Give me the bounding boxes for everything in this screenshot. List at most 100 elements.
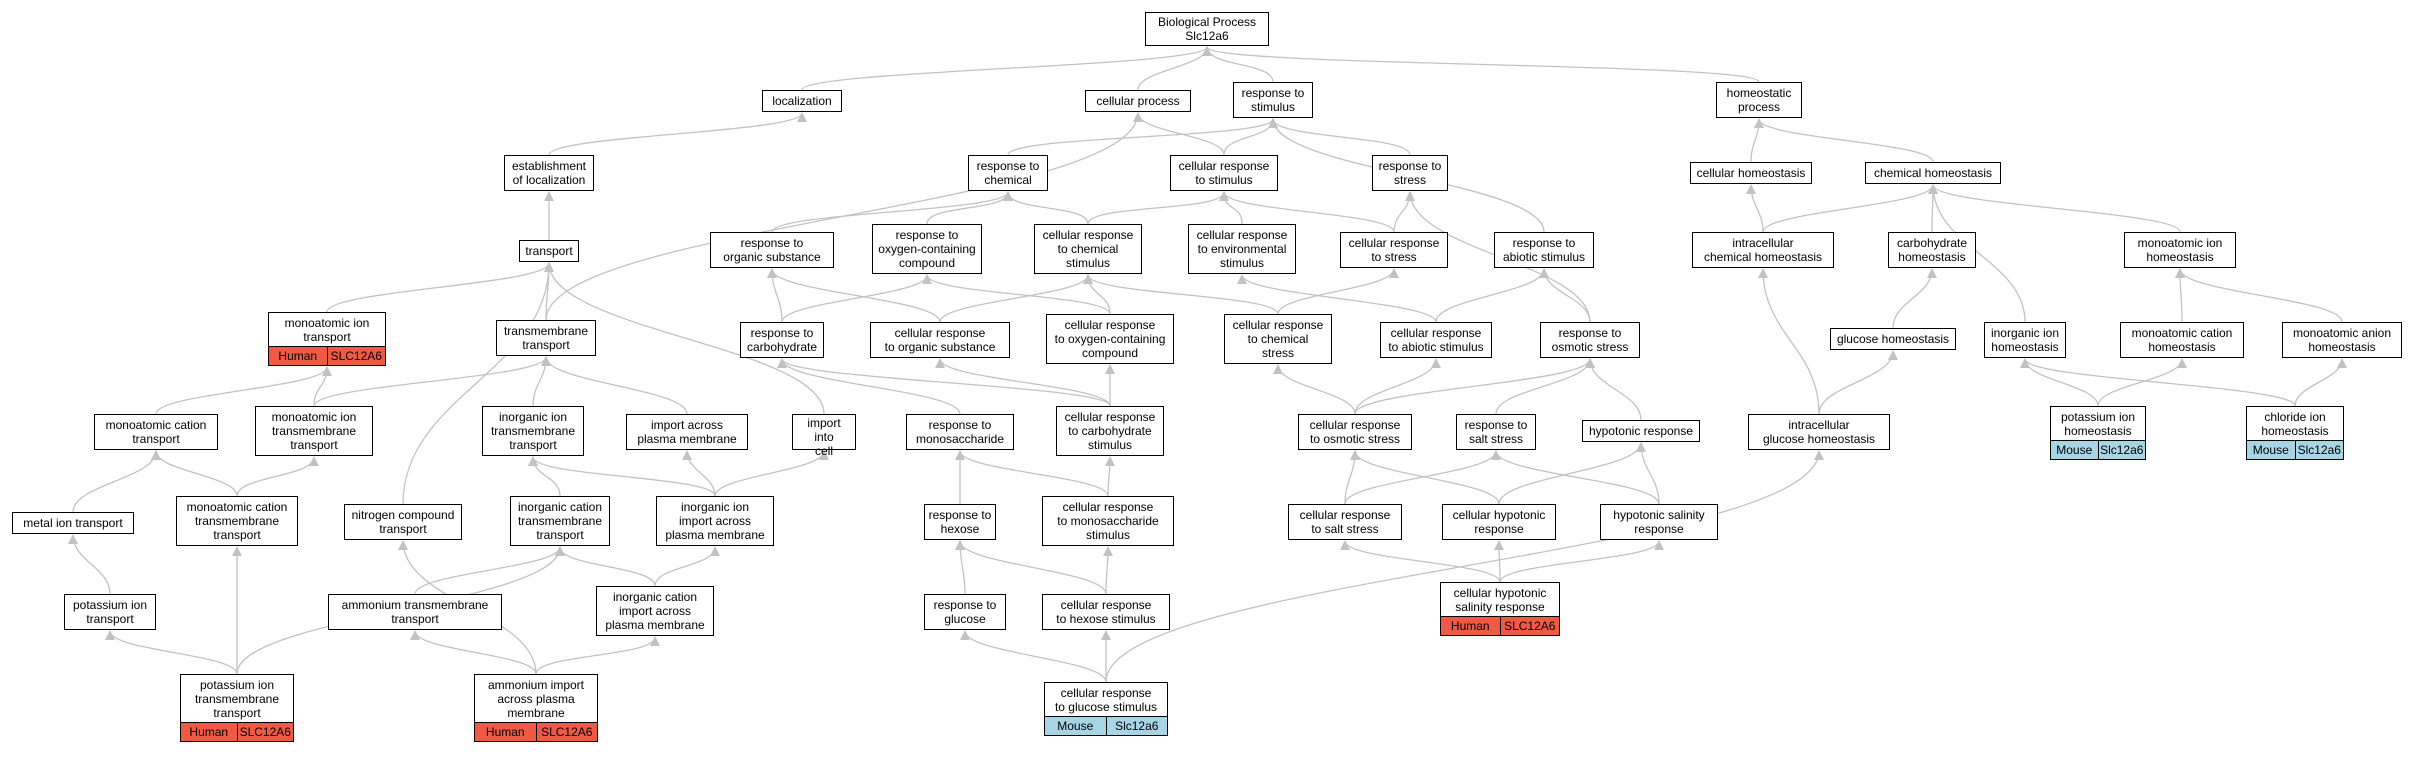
go-term-resp-glucose[interactable]: response to glucose (924, 594, 1006, 630)
go-term-cell-resp-oxygen[interactable]: cellular response to oxygen-containing c… (1046, 314, 1174, 364)
go-term-inorganic-ion-import-pm[interactable]: inorganic ion import across plasma membr… (656, 496, 774, 546)
go-term-cell-resp-abiotic[interactable]: cellular response to abiotic stimulus (1380, 322, 1492, 358)
go-term-metal-ion-transport[interactable]: metal ion transport (12, 512, 134, 534)
gene-symbol-tag: Slc12a6 (2294, 441, 2343, 459)
go-term-intracellular-glucose-homeo[interactable]: intracellular glucose homeostasis (1748, 414, 1890, 450)
go-term-chemical-homeostasis[interactable]: chemical homeostasis (1865, 162, 2001, 184)
is-a-edge (1498, 442, 1646, 505)
go-term-label: cellular response to organic substance (884, 326, 996, 354)
is-a-edge (2175, 268, 2343, 323)
go-term-resp-stress[interactable]: response to stress (1372, 155, 1448, 191)
is-a-edge (72, 450, 161, 513)
go-term-resp-monosaccharide[interactable]: response to monosaccharide (906, 414, 1014, 450)
go-term-label: cellular hypotonic response (1452, 508, 1546, 536)
go-term-label: monoatomic cation transmembrane transpor… (186, 500, 288, 542)
go-term-transmembrane-transport[interactable]: transmembrane transport (496, 320, 596, 356)
go-term-cell-resp-organic[interactable]: cellular response to organic substance (870, 322, 1010, 358)
is-a-edge (1491, 450, 1660, 505)
is-a-edge (1277, 268, 1399, 315)
go-term-resp-hexose[interactable]: response to hexose (924, 504, 996, 540)
go-term-hypotonic-salinity[interactable]: hypotonic salinity response (1600, 504, 1718, 540)
go-term-label: chemical homeostasis (1873, 166, 1993, 180)
go-term-carbohydrate-homeo[interactable]: carbohydrate homeostasis (1888, 232, 1976, 268)
go-term-resp-abiotic[interactable]: response to abiotic stimulus (1494, 232, 1594, 268)
go-term-establishment[interactable]: establishment of localization (504, 155, 594, 191)
is-a-edge (1202, 46, 1760, 83)
go-term-cell-resp-chemical-stress[interactable]: cellular response to chemical stress (1224, 314, 1332, 364)
go-term-monoatomic-cation-homeo[interactable]: monoatomic cation homeostasis (2120, 322, 2244, 358)
gene-symbol-tag: Slc12a6 (2097, 441, 2145, 459)
go-term-cell-resp-environmental[interactable]: cellular response to environmental stimu… (1188, 224, 1296, 274)
go-term-label: response to abiotic stimulus (1502, 236, 1586, 264)
go-term-inorganic-ion-homeo[interactable]: inorganic ion homeostasis (1984, 322, 2066, 358)
go-term-homeostatic[interactable]: homeostatic process (1716, 82, 1802, 118)
go-term-cell-resp-stress[interactable]: cellular response to stress (1340, 232, 1448, 268)
is-a-edge (1928, 184, 2181, 233)
go-term-transport[interactable]: transport (519, 240, 579, 262)
go-term-label: hypotonic response (1588, 424, 1694, 438)
go-term-monoatomic-ion-tm-transport[interactable]: monoatomic ion transmembrane transport (255, 406, 373, 456)
go-term-monoatomic-cation-tm-transport[interactable]: monoatomic cation transmembrane transpor… (176, 496, 298, 546)
go-term-import-across-pm[interactable]: import across plasma membrane (626, 414, 748, 450)
go-term-glucose-homeo[interactable]: glucose homeostasis (1830, 328, 1956, 350)
go-term-label: Biological Process Slc12a6 (1157, 15, 1257, 43)
go-term-hypotonic-response[interactable]: hypotonic response (1582, 420, 1700, 442)
go-term-inorganic-cation-import-pm[interactable]: inorganic cation import across plasma me… (596, 586, 714, 636)
is-a-edge (1237, 274, 1437, 323)
is-a-edge (922, 274, 1111, 315)
go-term-intracellular-chem-homeo[interactable]: intracellular chemical homeostasis (1692, 232, 1834, 268)
go-term-cell-resp-carbohydrate[interactable]: cellular response to carbohydrate stimul… (1056, 406, 1164, 456)
go-term-inorganic-ion-tm-transport[interactable]: inorganic ion transmembrane transport (482, 406, 584, 456)
go-term-ammonium-tm-transport[interactable]: ammonium transmembrane transport (328, 594, 502, 630)
is-a-edge (1105, 450, 1824, 683)
go-term-cell-resp-osmotic[interactable]: cellular response to osmotic stress (1298, 414, 1412, 450)
go-term-root[interactable]: Biological Process Slc12a6 (1145, 12, 1269, 46)
go-term-cell-hypotonic-response[interactable]: cellular hypotonic response (1442, 504, 1556, 540)
go-term-response-stimulus[interactable]: response to stimulus (1233, 82, 1313, 118)
go-term-cell-resp-chemical[interactable]: cellular response to chemical stimulus (1034, 224, 1142, 274)
go-term-potassium-ion-transport[interactable]: potassium ion transport (64, 594, 156, 630)
is-a-edge (1354, 358, 1441, 415)
go-term-resp-osmotic[interactable]: response to osmotic stress (1540, 322, 1640, 358)
go-term-import-into-cell[interactable]: import into cell (792, 414, 856, 458)
is-a-edge (151, 450, 238, 497)
is-a-edge (1539, 268, 1591, 323)
go-term-monoatomic-cation-transport[interactable]: monoatomic cation transport (94, 414, 218, 450)
go-term-resp-organic[interactable]: response to organic substance (710, 232, 834, 268)
gene-symbol-tag: SLC12A6 (236, 723, 293, 741)
is-a-edge (1268, 118, 1411, 156)
is-a-edge (1102, 546, 1113, 595)
is-a-edge (955, 540, 966, 595)
go-term-cell-resp-hexose[interactable]: cellular response to hexose stimulus (1042, 594, 1170, 630)
go-term-monoatomic-anion-homeo[interactable]: monoatomic anion homeostasis (2282, 322, 2402, 358)
go-term-cell-resp-monosaccharide[interactable]: cellular response to monosaccharide stim… (1042, 496, 1174, 546)
species-tag: Mouse (2051, 441, 2098, 459)
go-term-label: cellular response to monosaccharide stim… (1057, 500, 1159, 542)
go-term-cell-resp-salt[interactable]: cellular response to salt stress (1288, 504, 1402, 540)
go-term-nitrogen-compound-transport[interactable]: nitrogen compound transport (344, 504, 462, 540)
go-term-localization[interactable]: localization (762, 90, 842, 112)
go-term-cellular-homeostasis[interactable]: cellular homeostasis (1690, 162, 1812, 184)
go-term-inorganic-cation-tm-transport[interactable]: inorganic cation transmembrane transport (510, 496, 610, 546)
go-term-monoatomic-ion-homeo[interactable]: monoatomic ion homeostasis (2124, 232, 2236, 268)
go-term-label: monoatomic ion homeostasis (2137, 236, 2223, 264)
go-term-resp-chemical[interactable]: response to chemical (968, 155, 1048, 191)
go-term-resp-carbohydrate[interactable]: response to carbohydrate (740, 322, 824, 358)
go-term-cell-resp-stimulus[interactable]: cellular response to stimulus (1170, 155, 1278, 191)
species-tag: Mouse (1045, 717, 1106, 735)
go-term-resp-salt[interactable]: response to salt stress (1456, 414, 1536, 450)
is-a-edge (1344, 450, 1501, 505)
is-a-edge (1754, 118, 1934, 163)
is-a-edge (528, 456, 561, 497)
is-a-edge (955, 540, 1107, 595)
go-term-label: homeostatic process (1726, 86, 1792, 114)
go-term-resp-oxygen[interactable]: response to oxygen-containing compound (872, 224, 982, 274)
go-term-cellular-process[interactable]: cellular process (1085, 90, 1191, 112)
